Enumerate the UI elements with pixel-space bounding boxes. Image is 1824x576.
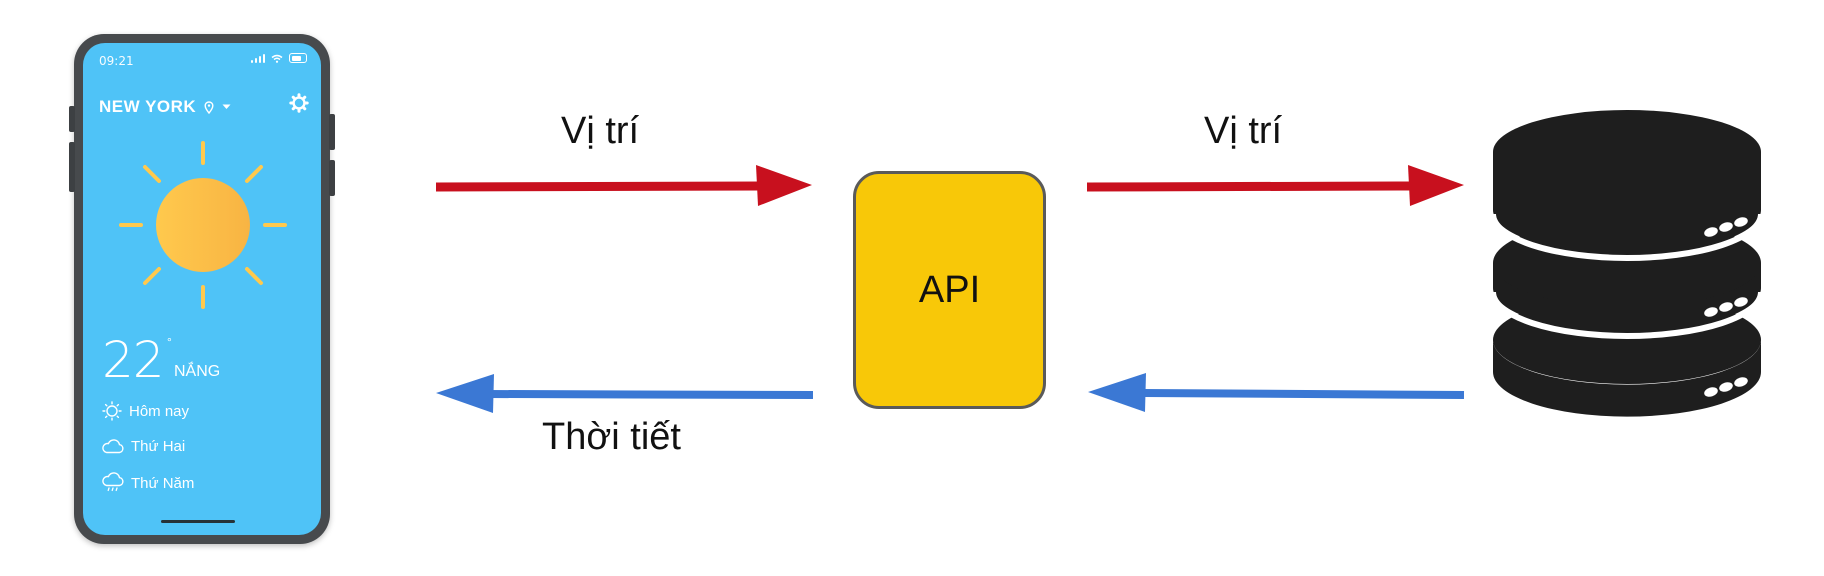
forecast-label-monday: Thứ Hai bbox=[131, 437, 186, 455]
volume-up-button bbox=[69, 106, 75, 132]
forecast-label-thursday: Thứ Năm bbox=[131, 474, 195, 492]
sun-icon bbox=[119, 141, 287, 309]
phone-mockup: 09:21 NEW YORK bbox=[69, 34, 335, 544]
current-weather: 22 ° NẮNG bbox=[102, 335, 220, 385]
signal-icon bbox=[250, 53, 265, 63]
sun-outline-icon bbox=[102, 401, 122, 421]
forecast-item-thursday[interactable]: Thứ Năm bbox=[101, 472, 194, 494]
status-time: 09:21 bbox=[99, 54, 134, 68]
chevron-down-icon bbox=[222, 104, 231, 109]
label-location-query: Vị trí bbox=[1204, 110, 1283, 152]
volume-down-button bbox=[69, 142, 75, 192]
wifi-icon bbox=[271, 54, 283, 63]
gear-icon[interactable] bbox=[289, 93, 309, 113]
temperature-value: 22 bbox=[102, 331, 165, 389]
location-pin-icon bbox=[204, 100, 214, 114]
api-box: API bbox=[853, 171, 1046, 409]
label-location-request: Vị trí bbox=[561, 110, 640, 152]
battery-icon bbox=[289, 53, 307, 63]
forecast-label-today: Hôm nay bbox=[129, 402, 190, 420]
weather-app-screen: 09:21 NEW YORK bbox=[83, 43, 321, 535]
forecast-item-monday[interactable]: Thứ Hai bbox=[101, 437, 185, 455]
arrow-database-to-api bbox=[1088, 373, 1465, 412]
weather-condition: NẮNG bbox=[174, 363, 221, 380]
rain-cloud-icon bbox=[102, 472, 124, 492]
city-name: NEW YORK bbox=[99, 97, 197, 116]
label-weather-response: Thời tiết bbox=[542, 416, 681, 458]
arrow-api-to-database bbox=[1086, 165, 1464, 206]
forecast-item-today[interactable]: Hôm nay bbox=[101, 401, 189, 421]
home-indicator[interactable] bbox=[161, 520, 235, 523]
degree-symbol: ° bbox=[167, 335, 172, 349]
cloud-icon bbox=[102, 439, 124, 454]
api-label: API bbox=[918, 268, 981, 311]
side-button bbox=[329, 160, 335, 196]
arrow-phone-to-api bbox=[435, 165, 812, 206]
arrow-api-to-phone bbox=[436, 374, 814, 413]
status-icons bbox=[250, 53, 307, 63]
power-button bbox=[329, 114, 335, 150]
database-server-icon bbox=[1490, 110, 1764, 417]
location-selector[interactable]: NEW YORK bbox=[99, 97, 231, 117]
